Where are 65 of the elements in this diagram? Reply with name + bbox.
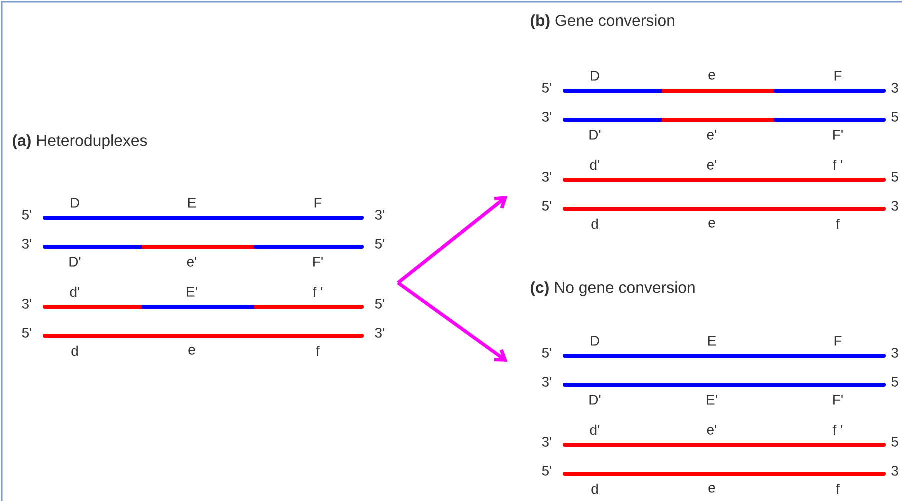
allele-label: D (71, 198, 80, 208)
allele-label: f ' (313, 286, 322, 298)
allele-label: e (708, 485, 716, 493)
end-label: 5 (892, 437, 898, 447)
end-label: 3' (542, 377, 552, 387)
allele-label: F' (834, 130, 843, 140)
allele-label: e (708, 220, 716, 228)
end-label: 5 (892, 112, 898, 122)
end-label: 5' (542, 348, 552, 358)
panel-title: (b) Gene conversion (531, 14, 674, 30)
allele-label: F (834, 71, 842, 81)
end-label: 3 (892, 348, 898, 358)
allele-label: e' (707, 130, 717, 140)
allele-label: f (316, 346, 320, 356)
allele-label: f (836, 218, 840, 230)
end-label: 3 (892, 201, 898, 211)
allele-label: f (836, 484, 840, 494)
arrow (397, 282, 508, 362)
end-label: 5' (375, 299, 385, 309)
allele-label: f ' (833, 424, 842, 436)
allele-label: e' (707, 425, 717, 435)
end-label: 5' (22, 210, 32, 220)
allele-label: E' (187, 287, 198, 297)
allele-label: D (591, 71, 600, 81)
allele-label: d (592, 484, 598, 494)
allele-label: D' (70, 257, 81, 267)
allele-label: F' (834, 395, 843, 405)
allele-label: E' (707, 395, 718, 405)
allele-label: E (188, 198, 196, 208)
allele-label: e' (187, 257, 197, 267)
end-label: 3 (892, 466, 898, 476)
allele-label: e' (707, 160, 717, 170)
end-label: 3' (542, 112, 552, 122)
panel-title: (a) Heteroduplexes (13, 134, 148, 150)
allele-label: F (314, 198, 322, 208)
panel-title: (c) No gene conversion (531, 282, 695, 296)
arrow (397, 196, 508, 284)
allele-label: E (708, 336, 716, 346)
end-label: 3' (22, 239, 32, 249)
allele-label: d (72, 346, 78, 356)
end-label: 3' (542, 437, 552, 447)
allele-label: d' (590, 160, 600, 170)
end-label: 5' (22, 328, 32, 338)
end-label: 5 (892, 377, 898, 387)
allele-label: D' (590, 395, 601, 405)
end-label: 5' (542, 201, 552, 211)
end-label: 5 (892, 172, 898, 182)
allele-label: d' (70, 286, 80, 298)
allele-label: F (834, 336, 842, 346)
end-label: 3' (22, 299, 32, 309)
allele-label: e (188, 347, 196, 355)
end-label: 3' (375, 328, 385, 338)
allele-label: F' (314, 257, 323, 267)
allele-label: D (591, 336, 600, 346)
allele-label: D' (590, 130, 601, 140)
end-label: 5' (375, 239, 385, 249)
end-label: 3 (892, 83, 898, 93)
end-label: 3' (542, 172, 552, 182)
allele-label: f ' (833, 160, 842, 170)
end-label: 5' (542, 466, 552, 476)
allele-label: d' (590, 424, 600, 436)
end-label: 5' (542, 83, 552, 93)
allele-label: e (708, 72, 716, 80)
allele-label: d (592, 218, 598, 230)
end-label: 3' (375, 210, 385, 220)
